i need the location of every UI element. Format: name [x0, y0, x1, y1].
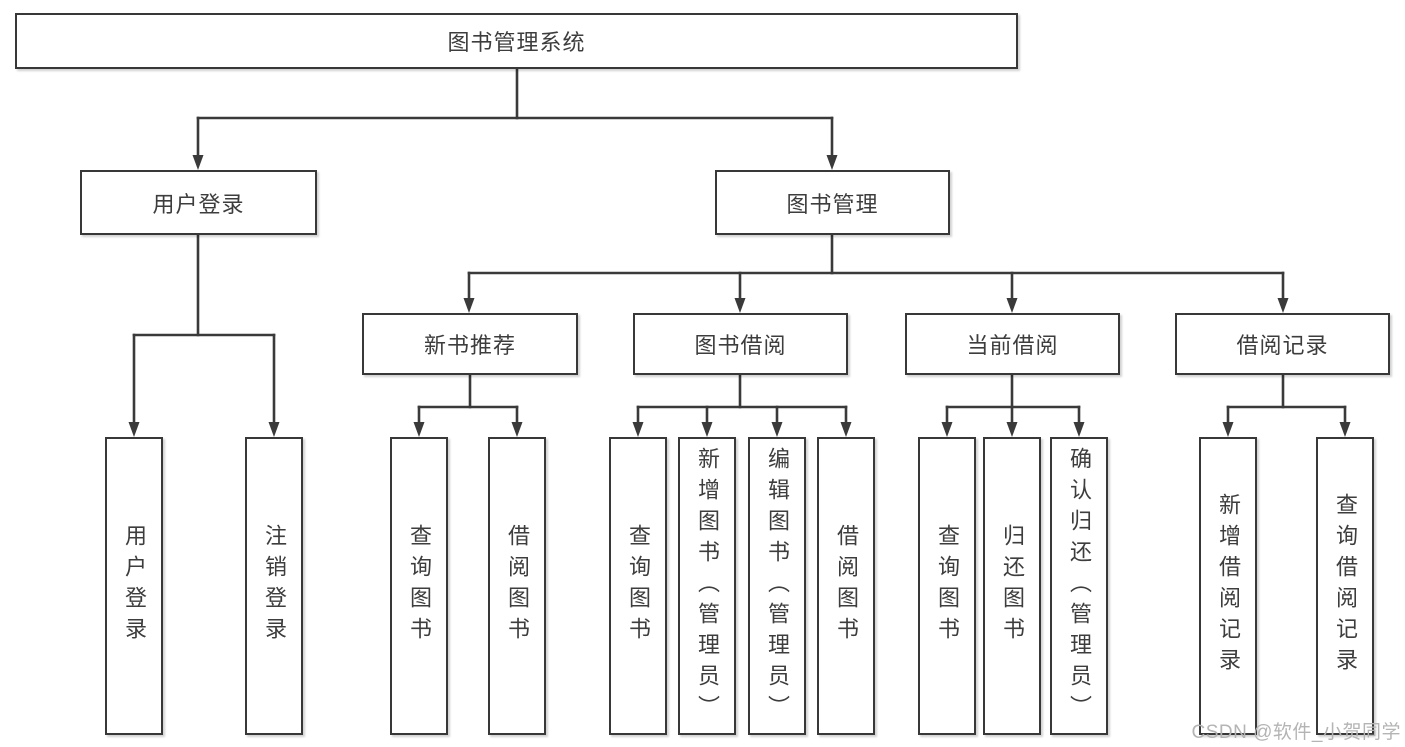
connector-new-books-to-leaves — [413, 373, 523, 437]
leaf-current-confirm-admin: 确认归还（管理员） — [1050, 437, 1108, 735]
connector-user-login-to-leaves — [128, 233, 280, 437]
node-borrow-records-label: 借阅记录 — [1236, 333, 1329, 358]
connector-root-to-level2 — [192, 67, 838, 170]
connector-current-borrow-to-leaves — [941, 373, 1085, 437]
node-user-login: 用户登录 — [80, 170, 317, 235]
node-current-borrow-label: 当前借阅 — [966, 333, 1059, 358]
leaf-borrow-add-admin: 新增图书（管理员） — [678, 437, 736, 735]
connector-book-borrow-to-leaves — [632, 373, 852, 437]
node-borrow-records: 借阅记录 — [1175, 313, 1390, 375]
node-root-label: 图书管理系统 — [447, 30, 586, 55]
leaf-logout-label: 注销登录 — [262, 524, 287, 648]
leaf-user-login-label: 用户登录 — [122, 524, 147, 648]
node-book-mgmt-label: 图书管理 — [786, 191, 879, 217]
leaf-current-confirm-admin-label: 确认归还（管理员） — [1067, 446, 1092, 726]
leaf-borrow-edit-admin: 编辑图书（管理员） — [748, 437, 806, 735]
leaf-newbooks-query: 查询图书 — [390, 437, 448, 735]
node-root: 图书管理系统 — [15, 13, 1018, 69]
node-current-borrow: 当前借阅 — [905, 313, 1120, 375]
leaf-records-add-label: 新增借阅记录 — [1216, 493, 1241, 679]
node-user-login-label: 用户登录 — [152, 191, 245, 217]
leaf-current-query-label: 查询图书 — [935, 524, 960, 648]
leaf-user-login: 用户登录 — [105, 437, 163, 735]
leaf-records-add: 新增借阅记录 — [1199, 437, 1257, 735]
node-book-borrow-label: 图书借阅 — [694, 333, 787, 358]
leaf-current-query: 查询图书 — [918, 437, 976, 735]
leaf-newbooks-query-label: 查询图书 — [407, 524, 432, 648]
leaf-logout: 注销登录 — [245, 437, 303, 735]
leaf-records-query-label: 查询借阅记录 — [1333, 493, 1358, 679]
leaf-borrow-book-label: 借阅图书 — [834, 524, 859, 648]
connector-book-mgmt-to-level3 — [463, 233, 1289, 313]
node-new-books-label: 新书推荐 — [423, 333, 516, 358]
leaf-current-return-label: 归还图书 — [1000, 524, 1025, 648]
node-book-borrow: 图书借阅 — [633, 313, 848, 375]
leaf-borrow-book: 借阅图书 — [817, 437, 875, 735]
connector-borrow-records-to-leaves — [1222, 373, 1351, 437]
csdn-watermark: CSDN @软件_小贺同学 — [1191, 722, 1401, 743]
leaf-borrow-query-label: 查询图书 — [626, 524, 651, 648]
leaf-borrow-query: 查询图书 — [609, 437, 667, 735]
leaf-records-query: 查询借阅记录 — [1316, 437, 1374, 735]
leaf-newbooks-borrow: 借阅图书 — [488, 437, 546, 735]
leaf-current-return: 归还图书 — [983, 437, 1041, 735]
node-new-books: 新书推荐 — [362, 313, 578, 375]
leaf-newbooks-borrow-label: 借阅图书 — [505, 524, 530, 648]
node-book-mgmt: 图书管理 — [715, 170, 950, 235]
leaf-borrow-edit-admin-label: 编辑图书（管理员） — [765, 446, 790, 726]
leaf-borrow-add-admin-label: 新增图书（管理员） — [695, 446, 720, 726]
